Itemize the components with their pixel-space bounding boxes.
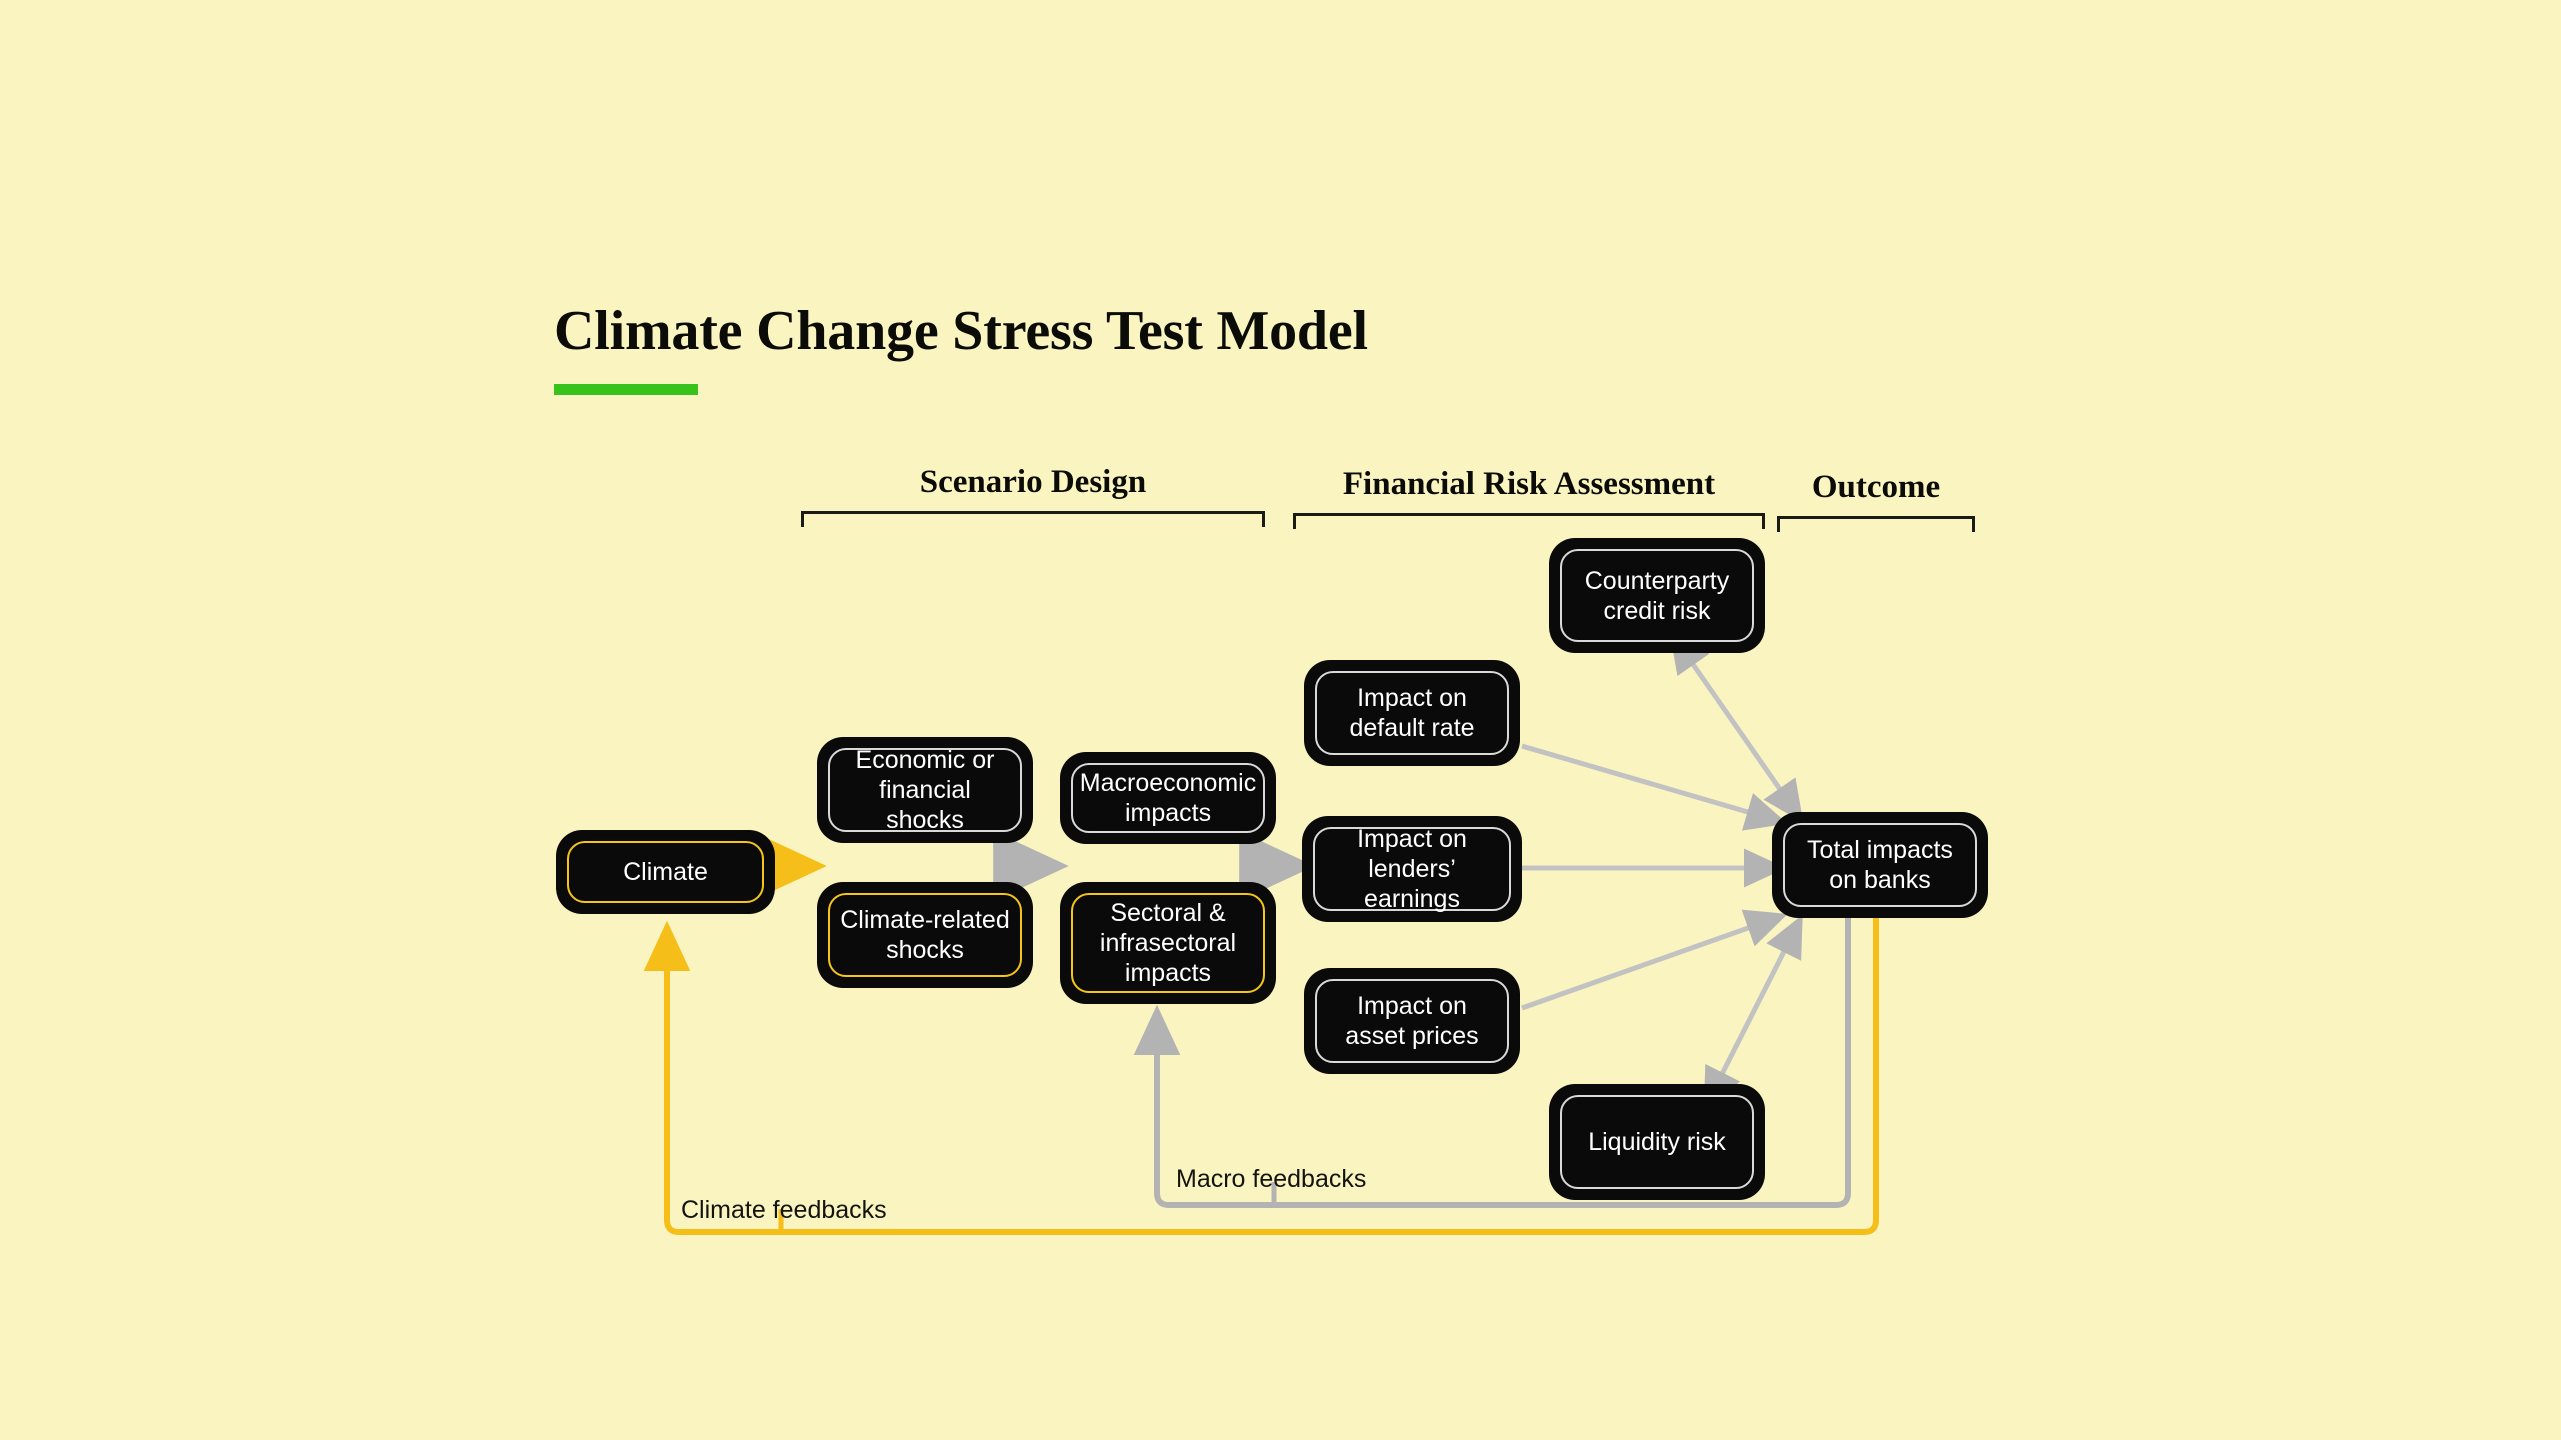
edge-liquidity-total-bidirectional xyxy=(1703,914,1803,1111)
node-sectoral-infrasectoral-impacts-inner: Sectoral & infrasectoral impacts xyxy=(1071,893,1265,993)
node-macroeconomic-impacts-label: Macroeconomic impacts xyxy=(1079,769,1257,827)
node-macroeconomic-impacts-inner: Macroeconomic impacts xyxy=(1071,763,1265,833)
node-total-impacts-on-banks-inner: Total impacts on banks xyxy=(1783,823,1977,907)
title-accent-rule xyxy=(554,384,698,395)
node-climate-related-shocks[interactable]: Climate-related shocks xyxy=(817,882,1033,988)
node-impact-on-lenders-earnings[interactable]: Impact on lenders’ earnings xyxy=(1302,816,1522,922)
phase-label-scenario-design: Scenario Design xyxy=(919,464,1147,500)
node-impact-on-lenders-earnings-label: Impact on lenders’ earnings xyxy=(1357,825,1467,913)
node-sectoral-infrasectoral-impacts-label: Sectoral & infrasectoral impacts xyxy=(1099,899,1237,987)
node-climate-label: Climate xyxy=(623,858,708,886)
node-liquidity-risk[interactable]: Liquidity risk xyxy=(1549,1084,1765,1200)
phase-bracket-scenario-design xyxy=(801,511,1265,527)
node-climate-inner: Climate xyxy=(567,841,764,903)
node-impact-on-asset-prices[interactable]: Impact on asset prices xyxy=(1304,968,1520,1074)
phase-bracket-financial-risk-assessment xyxy=(1293,513,1765,529)
node-climate[interactable]: Climate xyxy=(556,830,775,914)
node-liquidity-risk-label: Liquidity risk xyxy=(1588,1128,1726,1156)
node-impact-on-asset-prices-label: Impact on asset prices xyxy=(1345,992,1479,1050)
node-counterparty-credit-risk-inner: Counterparty credit risk xyxy=(1560,549,1754,642)
node-economic-or-financial-shocks-label: Economic or financial shocks xyxy=(855,746,995,834)
page-title: Climate Change Stress Test Model xyxy=(554,300,1368,362)
node-total-impacts-on-banks-label: Total impacts on banks xyxy=(1807,836,1953,894)
label-climate-feedbacks: Climate feedbacks xyxy=(681,1196,887,1224)
node-macroeconomic-impacts[interactable]: Macroeconomic impacts xyxy=(1060,752,1276,844)
node-counterparty-credit-risk-label: Counterparty credit risk xyxy=(1584,566,1730,625)
edge-default-rate-to-total xyxy=(1521,743,1788,831)
edge-asset-prices-to-total xyxy=(1521,909,1788,1011)
edge-counterparty-total-bidirectional xyxy=(1669,630,1804,823)
phase-label-financial-risk-assessment: Financial Risk Assessment xyxy=(1342,466,1716,502)
phase-label-outcome: Outcome xyxy=(1811,469,1941,505)
label-macro-feedbacks: Macro feedbacks xyxy=(1176,1165,1367,1193)
node-impact-on-lenders-earnings-inner: Impact on lenders’ earnings xyxy=(1313,825,1511,913)
title-block: Climate Change Stress Test Model xyxy=(554,300,1954,395)
node-impact-on-asset-prices-inner: Impact on asset prices xyxy=(1315,979,1509,1063)
node-sectoral-infrasectoral-impacts[interactable]: Sectoral & infrasectoral impacts xyxy=(1060,882,1276,1004)
node-economic-or-financial-shocks[interactable]: Economic or financial shocks xyxy=(817,737,1033,843)
node-counterparty-credit-risk[interactable]: Counterparty credit risk xyxy=(1549,538,1765,653)
node-total-impacts-on-banks[interactable]: Total impacts on banks xyxy=(1772,812,1988,918)
node-economic-or-financial-shocks-inner: Economic or financial shocks xyxy=(828,746,1022,834)
phase-bracket-outcome xyxy=(1777,516,1975,532)
node-liquidity-risk-inner: Liquidity risk xyxy=(1560,1095,1754,1189)
node-climate-related-shocks-label: Climate-related shocks xyxy=(840,906,1010,964)
node-impact-on-default-rate[interactable]: Impact on default rate xyxy=(1304,660,1520,766)
node-climate-related-shocks-inner: Climate-related shocks xyxy=(828,893,1022,977)
node-impact-on-default-rate-label: Impact on default rate xyxy=(1349,684,1475,742)
node-impact-on-default-rate-inner: Impact on default rate xyxy=(1315,671,1509,755)
